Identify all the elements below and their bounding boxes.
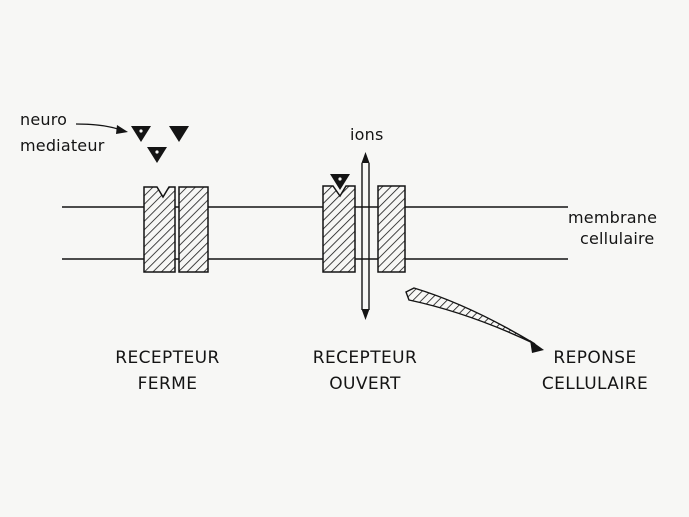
membrane-label: membrane — [568, 208, 658, 227]
mediateur-label: mediateur — [20, 136, 105, 155]
closed-receptor-caption: RECEPTEUR FERME — [95, 345, 240, 397]
cell-response-arrow — [405, 287, 544, 353]
neuromediator-pointer-line — [75, 123, 122, 131]
open-receptor-caption: RECEPTEUR OUVERT — [290, 345, 440, 397]
ion-channel — [361, 152, 370, 320]
closed-receptor — [143, 186, 209, 273]
neuromediator-icon-3 — [147, 147, 167, 163]
neuromediator-pointer — [75, 123, 128, 134]
cell-membrane — [62, 206, 568, 260]
neuro-label: neuro — [20, 110, 68, 129]
bound-neuromediator-icon — [330, 174, 350, 190]
cell-response-caption-line2: CELLULAIRE — [541, 374, 649, 394]
open-receptor — [322, 174, 406, 273]
neuromediator-icon-1 — [131, 126, 151, 142]
cell-response-arrow-body — [405, 287, 536, 345]
neuromediator-pointer-arrow-icon — [116, 125, 128, 134]
closed-receptor-caption-line1: RECEPTEUR — [115, 348, 220, 368]
closed-receptor-right-subunit — [178, 186, 209, 273]
cell-response-caption-line1: REPONSE — [553, 348, 637, 368]
ions-label: ions — [350, 125, 384, 144]
cell-response-arrow-head-icon — [530, 340, 544, 353]
ion-flow-up-arrow-icon — [361, 152, 370, 163]
free-neuromediators — [131, 126, 189, 163]
cell-response-caption: REPONSE CELLULAIRE — [520, 345, 670, 397]
neuromediator-dot-3 — [155, 150, 159, 154]
ion-flow-down-arrow-icon — [361, 309, 370, 320]
bound-neuromediator-dot — [338, 177, 342, 181]
open-receptor-left-subunit — [322, 185, 356, 273]
closed-receptor-left-subunit — [143, 186, 176, 273]
open-receptor-caption-line1: RECEPTEUR — [312, 348, 418, 368]
cellulaire-label: cellulaire — [580, 229, 655, 248]
neuromediator-dot-1 — [139, 129, 143, 133]
open-receptor-caption-line2: OUVERT — [329, 374, 401, 394]
closed-receptor-caption-line2: FERME — [137, 374, 198, 394]
neuromediator-icon-2 — [169, 126, 189, 142]
open-receptor-right-subunit — [377, 185, 406, 273]
